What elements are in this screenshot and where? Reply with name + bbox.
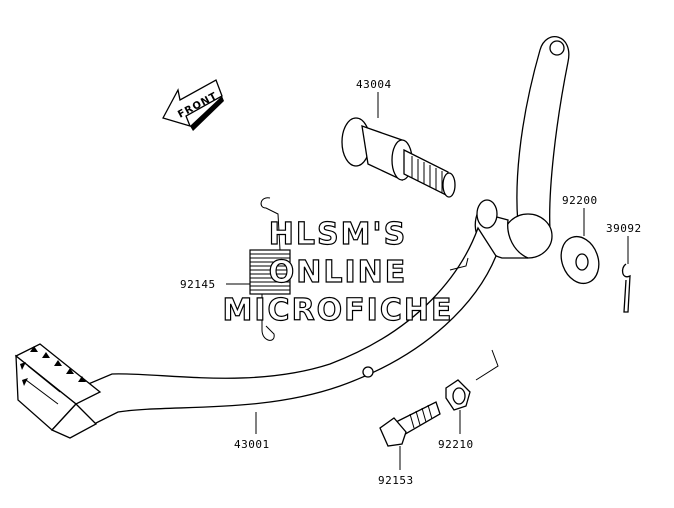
adjuster-nut: [445, 379, 471, 411]
front-arrow: FRONT: [162, 79, 224, 131]
label-92153: 92153: [378, 474, 414, 487]
brake-pedal: [14, 36, 570, 439]
label-92200: 92200: [562, 194, 598, 207]
cotter-pin: [621, 263, 631, 313]
leader-lines: [226, 92, 629, 470]
label-43001: 43001: [234, 438, 270, 451]
label-43004: 43004: [356, 78, 392, 91]
label-92145: 92145: [180, 278, 216, 291]
watermark-line-2: ONLINE: [269, 255, 408, 290]
label-39092: 39092: [606, 222, 642, 235]
pivot-shaft: [341, 117, 456, 198]
label-92210: 92210: [438, 438, 474, 451]
return-spring: [249, 197, 291, 341]
watermark-line-3: MICROFICHE: [223, 293, 454, 328]
adjuster-bolt: [379, 401, 441, 447]
watermark: HLSM'S ONLINE MICROFICHE: [222, 216, 454, 328]
watermark-line-1: HLSM'S: [269, 217, 407, 252]
washer: [560, 235, 600, 285]
